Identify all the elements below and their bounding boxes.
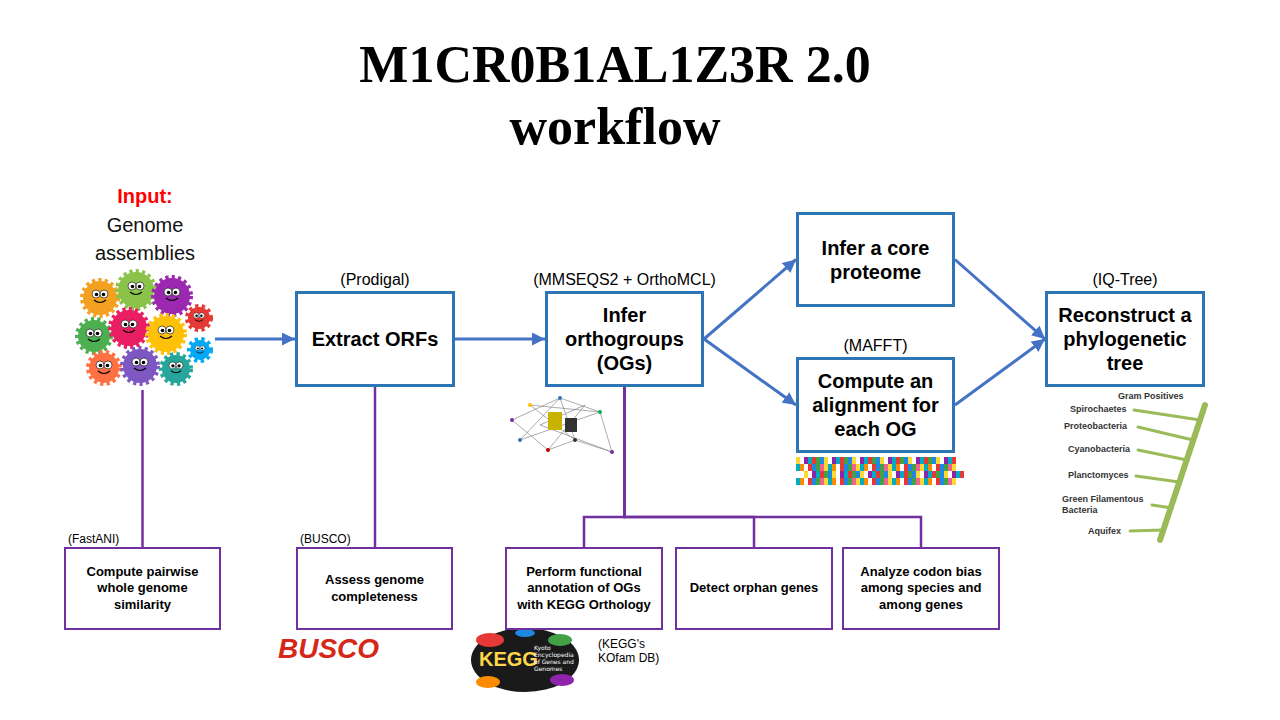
- tool-name: (IQ-Tree): [1092, 271, 1157, 289]
- tree-label: Green Filamentous Bacteria: [1062, 494, 1148, 516]
- database-note: (KEGG's KOfam DB): [598, 637, 668, 665]
- phylogenetic-tree-illustration: [1130, 405, 1205, 540]
- tool-name: (BUSCO): [300, 532, 351, 546]
- process-box: (IQ-Tree)Reconstruct a phylogenetic tree: [1045, 291, 1205, 387]
- tree-label: Gram Positives: [1118, 391, 1184, 402]
- flow-arrow: [955, 339, 1045, 405]
- tool-name: (FastANI): [68, 532, 119, 546]
- logo-subtext: Kyoto Encyclopedia of Genes and Genomes: [534, 644, 576, 672]
- branch-line: [374, 387, 377, 547]
- flow-arrow: [704, 339, 796, 405]
- box-text: Compute pairwise whole genome similarity: [66, 564, 219, 613]
- box-text: Compute an alignment for each OG: [799, 369, 952, 441]
- box-text: Perform functional annotation of OGs wit…: [507, 564, 661, 613]
- analysis-box: (BUSCO)Assess genome completeness: [296, 547, 453, 630]
- input-heading: Input:: [117, 183, 173, 209]
- branch-line: [141, 390, 144, 547]
- box-text: Detect orphan genes: [677, 580, 831, 596]
- logo-text: BUSCO: [278, 633, 379, 665]
- tool-name: (Prodigal): [340, 271, 409, 289]
- box-text: Extract ORFs: [298, 327, 452, 351]
- box-text: Reconstruct a phylogenetic tree: [1048, 303, 1202, 375]
- diagram-title: M1CR0B1AL1Z3R 2.0 workflow: [315, 34, 915, 158]
- box-text: Assess genome completeness: [298, 572, 451, 605]
- tree-label: Proteobacteria: [1064, 421, 1127, 432]
- tree-label: Cyanobacteria: [1068, 444, 1130, 455]
- tree-label: Spirochaetes: [1070, 404, 1127, 415]
- network-graph: [510, 396, 614, 454]
- box-text: Infer a core proteome: [799, 236, 952, 284]
- tree-label: Aquifex: [1088, 526, 1121, 537]
- process-box: (Prodigal)Extract ORFs: [295, 291, 455, 387]
- tree-label: Planctomyces: [1068, 470, 1129, 481]
- analysis-box: Analyze codon bias among species and amo…: [842, 547, 1000, 630]
- process-box: (MMSEQS2 + OrthoMCL)Infer orthogroups (O…: [545, 291, 704, 387]
- microbes-illustration: [78, 272, 210, 383]
- flow-arrow: [215, 338, 295, 341]
- logo-text: KEGG: [479, 648, 538, 670]
- branch-line: [625, 387, 755, 547]
- input-text: Genome assemblies: [80, 211, 210, 267]
- flow-arrow: [955, 260, 1045, 340]
- alignment-image: [796, 457, 964, 485]
- analysis-box: Perform functional annotation of OGs wit…: [505, 547, 663, 630]
- input-label: Input:Genome assemblies: [75, 183, 215, 390]
- tool-name: (MMSEQS2 + OrthoMCL): [533, 271, 716, 289]
- analysis-box: (FastANI)Compute pairwise whole genome s…: [64, 547, 221, 630]
- tool-name: (MAFFT): [844, 337, 908, 355]
- flow-arrow: [455, 338, 545, 341]
- process-box: (MAFFT)Compute an alignment for each OG: [796, 357, 955, 453]
- box-text: Analyze codon bias among species and amo…: [844, 564, 998, 613]
- process-box: Infer a core proteome: [796, 212, 955, 307]
- flow-arrow: [704, 260, 796, 340]
- analysis-box: Detect orphan genes: [675, 547, 833, 630]
- kegg-logo: [471, 628, 579, 692]
- box-text: Infer orthogroups (OGs): [548, 303, 701, 375]
- branch-line: [584, 387, 625, 547]
